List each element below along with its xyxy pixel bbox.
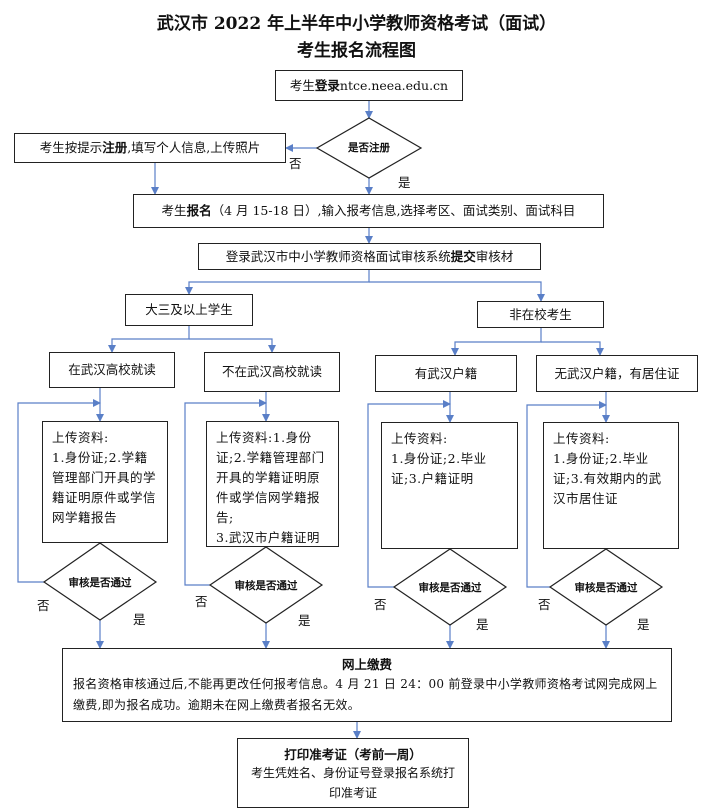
decision-review-text: 审核是否通过: [418, 582, 482, 594]
diagram-subtitle: 考生报名流程图: [297, 41, 416, 61]
no-label: 否: [538, 597, 551, 612]
connector: [108, 326, 190, 353]
payment-text: 报名资格审核通过后,不能再更改任何报考信息。4 月 21 日 24：00 前登录…: [73, 677, 658, 712]
group-students: 大三及以上学生: [125, 294, 253, 326]
print-box: 打印准考证（考前一周） 考生凭姓名、身份证号登录报名系统打印准考证: [237, 738, 469, 808]
signup-pre: 考生: [161, 203, 187, 219]
login-step: 考生登录 ntce.neea.edu.cn: [275, 70, 463, 101]
decision-review-text: 审核是否通过: [68, 577, 132, 589]
diagram-title: 武汉市 2022 年上半年中小学教师资格考试（面试）: [156, 14, 557, 34]
signup-step: 考生报名（4 月 15-18 日）,输入报考信息,选择考区、面试类别、面试科目: [133, 194, 604, 228]
signup-bold: 报名: [186, 203, 212, 219]
connector: [451, 328, 542, 356]
decision-diamond: [548, 548, 664, 626]
no-label: 否: [195, 594, 208, 609]
branch-label: 无武汉户籍，有居住证: [536, 355, 698, 392]
branch-label: 在武汉高校就读: [49, 352, 175, 388]
payment-box: 网上缴费 报名资格审核通过后,不能再更改任何报考信息。4 月 21 日 24：0…: [62, 648, 672, 722]
decision-register-text: 是否注册: [348, 142, 390, 154]
no-label: 否: [374, 597, 387, 612]
upload-materials-box: 上传资料: 1.身份证;2.学籍管理部门开具的学籍证明原件或学信网学籍报告: [42, 421, 168, 543]
register-post: ,填写个人信息,上传照片: [127, 140, 261, 156]
no-label: 否: [37, 598, 50, 613]
decision-diamond: [208, 546, 324, 624]
register-step: 考生按提示注册,填写个人信息,上传照片: [14, 133, 286, 163]
connector: [526, 401, 607, 588]
connector: [369, 281, 545, 302]
upload-text: 上传资料:1.身份证;2.学籍管理部门开具的学籍证明原件或学信网学籍报告; 3.…: [216, 430, 325, 545]
submit-pre: 登录武汉市中小学教师资格面试审核系统: [225, 248, 451, 264]
decision-diamond: [42, 542, 158, 621]
register-bold: 注册: [102, 140, 128, 156]
register-pre: 考生按提示: [39, 140, 103, 156]
branch-label: 有武汉户籍: [375, 355, 517, 392]
payment-title: 网上缴费: [341, 657, 392, 672]
decision-review-text: 审核是否通过: [574, 582, 638, 594]
decision-diamond: [392, 548, 508, 626]
yes-label: 是: [476, 617, 489, 632]
upload-text: 上传资料: 1.身份证;2.毕业证;3.户籍证明: [391, 431, 487, 486]
signup-post: （4 月 15-18 日）,输入报考信息,选择考区、面试类别、面试科目: [211, 203, 576, 219]
upload-materials-box: 上传资料: 1.身份证;2.毕业证;3.户籍证明: [381, 422, 518, 549]
login-pre: 考生: [289, 77, 315, 93]
yes-label: 是: [298, 613, 311, 628]
connector: [367, 400, 451, 588]
upload-materials-box: 上传资料:1.身份证;2.学籍管理部门开具的学籍证明原件或学信网学籍报告; 3.…: [206, 421, 339, 547]
submit-step: 登录武汉市中小学教师资格面试审核系统提交审核材: [198, 243, 541, 270]
connector: [541, 341, 604, 356]
connector: [185, 270, 370, 295]
connector: [184, 399, 267, 586]
upload-materials-box: 上传资料: 1.身份证;2.毕业证;3.有效期内的武汉市居住证: [543, 422, 679, 549]
branch-label: 不在武汉高校就读: [204, 352, 340, 392]
login-post: ntce.neea.edu.cn: [339, 77, 449, 93]
submit-bold: 提交: [450, 248, 476, 264]
connector: [17, 399, 101, 583]
decision-diamond: [315, 117, 423, 179]
decision-review-text: 审核是否通过: [234, 580, 298, 592]
upload-text: 上传资料: 1.身份证;2.毕业证;3.有效期内的武汉市居住证: [553, 431, 662, 506]
submit-post: 审核材: [475, 248, 514, 264]
no-label: 否: [289, 156, 302, 171]
upload-text: 上传资料: 1.身份证;2.学籍管理部门开具的学籍证明原件或学信网学籍报告: [52, 430, 157, 525]
print-title: 打印准考证（考前一周）: [284, 747, 422, 762]
yes-label: 是: [133, 612, 146, 627]
connector: [189, 338, 276, 353]
login-bold: 登录: [314, 77, 340, 93]
print-text: 考生凭姓名、身份证号登录报名系统打印准考证: [250, 766, 455, 801]
yes-label: 是: [398, 175, 411, 190]
group-nonstudents: 非在校考生: [477, 301, 604, 328]
yes-label: 是: [637, 617, 650, 632]
